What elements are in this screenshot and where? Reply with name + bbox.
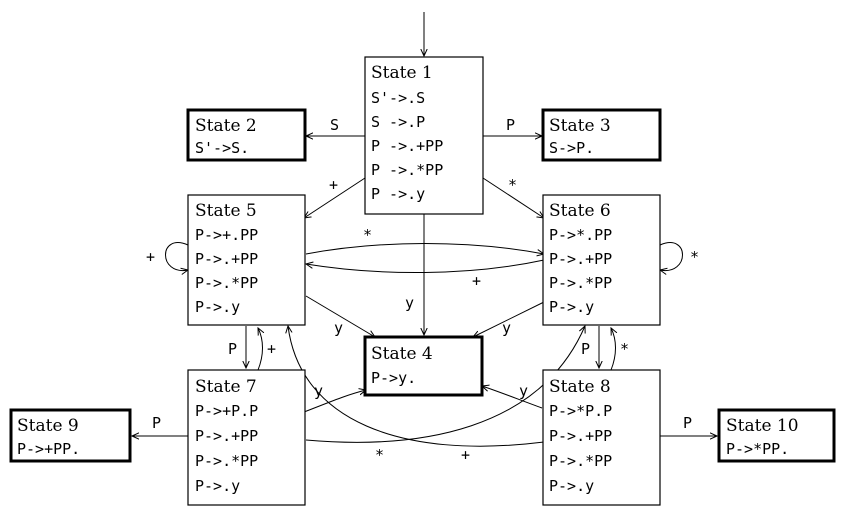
label-s6-self: * — [690, 248, 699, 266]
state-1-box — [364, 56, 484, 215]
state-10: State 10 P->*PP. — [717, 408, 836, 463]
label-s1-s2: S — [330, 116, 339, 134]
label-s5-s6: * — [363, 226, 372, 244]
state-1-title: State 1 — [371, 63, 433, 83]
state-9-box — [9, 408, 132, 463]
state-3-box — [541, 108, 662, 162]
state-5-item: P->+.PP — [195, 226, 258, 244]
state-6-item: P->.*PP — [549, 274, 612, 292]
label-s7-s6: * — [375, 446, 384, 464]
state-10-box — [717, 408, 836, 463]
state-9-item: P->+PP. — [17, 440, 80, 458]
state-6-item: P->*.PP — [549, 226, 612, 244]
label-s7-s9: P — [152, 414, 161, 432]
state-5-box — [187, 194, 306, 326]
label-s1-s4: y — [405, 294, 414, 312]
edge-s8-s6 — [611, 328, 616, 371]
state-6: State 6 P->*.PP P->.+PP P->.*PP P->.y — [542, 194, 661, 326]
state-8-item: P->.*PP — [549, 452, 612, 470]
state-10-item: P->*PP. — [726, 440, 789, 458]
edge-s6-self — [660, 242, 683, 271]
label-s7-s4: y — [314, 382, 323, 400]
state-7-item: P->.*PP — [195, 452, 258, 470]
label-s8-s10: P — [683, 414, 692, 432]
label-s8-s6: * — [620, 340, 629, 358]
state-2-box — [186, 108, 307, 162]
edge-s5-self — [165, 242, 189, 271]
state-8-item: P->*P.P — [549, 402, 612, 420]
label-s5-s7: P — [228, 340, 237, 358]
state-7-item: P->.+PP — [195, 427, 258, 445]
edge-s1-s5 — [304, 177, 366, 218]
edge-s1-s6 — [482, 177, 544, 218]
label-s1-s5: + — [329, 176, 338, 194]
state-1-item: P ->.y — [371, 185, 425, 203]
state-1: State 1 S'->.S S ->.P P ->.+PP P ->.*PP … — [364, 56, 484, 215]
state-5: State 5 P->+.PP P->.+PP P->.*PP P->.y — [187, 194, 306, 326]
state-7-title: State 7 — [195, 377, 257, 397]
state-9-title: State 9 — [17, 416, 79, 436]
state-8-item: P->.+PP — [549, 427, 612, 445]
state-1-item: S ->.P — [371, 113, 425, 131]
edge-s8-s4 — [482, 386, 543, 409]
label-s6-s5: + — [472, 272, 481, 290]
edge-s6-s4 — [473, 301, 545, 337]
state-1-item: P ->.*PP — [371, 161, 443, 179]
state-1-item: P ->.+PP — [371, 137, 443, 155]
edges — [132, 12, 717, 447]
state-3-item: S->P. — [549, 139, 594, 157]
edge-s5-s4 — [305, 295, 375, 337]
edge-s6-s5 — [306, 259, 545, 274]
label-s1-s3: P — [506, 116, 515, 134]
state-6-title: State 6 — [549, 201, 611, 221]
states: State 1 S'->.S S ->.P P ->.+PP P ->.*PP … — [9, 56, 836, 506]
edge-s7-s5 — [258, 328, 263, 371]
state-7-item: P->+P.P — [195, 402, 258, 420]
state-4-item: P->y. — [371, 369, 416, 387]
state-4: State 4 P->y. — [363, 335, 484, 397]
state-5-item: P->.+PP — [195, 250, 258, 268]
state-3-title: State 3 — [549, 116, 611, 136]
label-s8-s4: y — [519, 382, 528, 400]
label-s7-s5: + — [267, 340, 276, 358]
state-2-title: State 2 — [195, 116, 257, 136]
state-8-title: State 8 — [549, 377, 611, 397]
state-3: State 3 S->P. — [541, 108, 662, 162]
edge-s8-s5 — [288, 326, 545, 447]
state-5-item: P->.y — [195, 298, 240, 316]
state-2-item: S'->S. — [195, 139, 249, 157]
state-7-item: P->.y — [195, 477, 240, 495]
state-6-item: P->.+PP — [549, 250, 612, 268]
label-s1-s6: * — [508, 176, 517, 194]
state-7: State 7 P->+P.P P->.+PP P->.*PP P->.y — [187, 369, 306, 506]
state-9: State 9 P->+PP. — [9, 408, 132, 463]
label-s6-s8: P — [581, 340, 590, 358]
state-8-item: P->.y — [549, 477, 594, 495]
state-1-item: S'->.S — [371, 89, 425, 107]
label-s8-s5: + — [461, 446, 470, 464]
state-7-box — [187, 369, 306, 506]
edge-s5-s6 — [305, 243, 544, 255]
state-6-box — [542, 194, 661, 326]
state-8-box — [542, 369, 661, 506]
state-4-title: State 4 — [371, 344, 433, 364]
state-4-box — [363, 335, 484, 397]
edge-s7-s6 — [305, 326, 585, 443]
label-s6-s4: y — [502, 319, 511, 337]
label-s5-self: + — [146, 248, 155, 266]
label-s5-s4: y — [334, 319, 343, 337]
state-2: State 2 S'->S. — [186, 108, 307, 162]
state-5-item: P->.*PP — [195, 274, 258, 292]
edge-labels: S P + * y + * * + y y P + P * y y * + P … — [146, 116, 699, 464]
state-8: State 8 P->*P.P P->.+PP P->.*PP P->.y — [542, 369, 661, 506]
state-10-title: State 10 — [726, 416, 799, 436]
state-6-item: P->.y — [549, 298, 594, 316]
edge-s7-s4 — [303, 390, 366, 413]
state-5-title: State 5 — [195, 201, 257, 221]
